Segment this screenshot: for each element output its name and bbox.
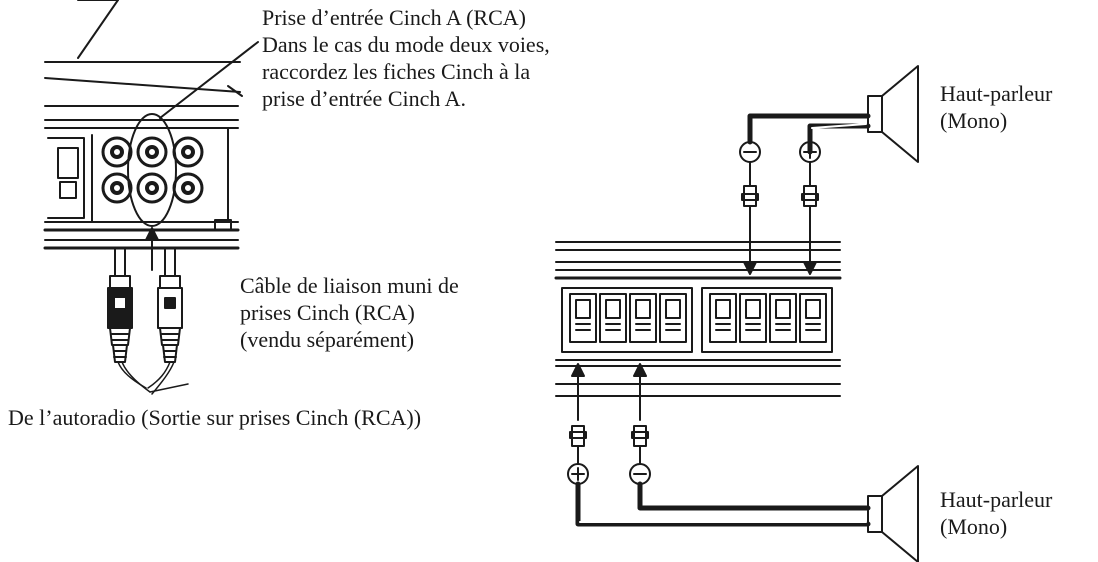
top-connectors xyxy=(739,141,821,275)
label-cable: Câble de liaison muni de prises Cinch (R… xyxy=(240,272,459,353)
rca-jacks xyxy=(101,136,204,204)
label-speaker-top: Haut-parleur (Mono) xyxy=(940,80,1052,134)
terminal-block-left xyxy=(561,287,693,353)
label-cable-line-3: (vendu séparément) xyxy=(240,327,415,352)
label-speaker-bottom-line-1: Haut-parleur xyxy=(940,487,1053,512)
amplifier-right xyxy=(554,241,842,397)
label-input-jack-line-3: raccordez les fiches Cinch à la xyxy=(262,59,531,84)
label-speaker-bottom-line-2: (Mono) xyxy=(940,514,1008,539)
terminal-block-right xyxy=(701,287,833,353)
label-input-jack: Prise d’entrée Cinch A (RCA) Dans le cas… xyxy=(262,4,550,112)
label-source: De l’autoradio (Sortie sur prises Cinch … xyxy=(8,405,422,430)
label-speaker-top-line-2: (Mono) xyxy=(940,108,1008,133)
label-input-jack-line-2: Dans le cas du mode deux voies, xyxy=(262,32,550,57)
rca-plug-right xyxy=(157,247,183,363)
wire-top-positive xyxy=(807,123,871,155)
label-speaker-bottom: Haut-parleur (Mono) xyxy=(940,486,1052,540)
wire-bottom-negative xyxy=(637,481,871,511)
label-cable-line-2: prises Cinch (RCA) xyxy=(240,300,415,325)
amplifier-left xyxy=(43,0,243,250)
label-input-jack-line-4: prise d’entrée Cinch A. xyxy=(262,86,467,111)
leader-input-jack xyxy=(159,41,259,119)
label-cable-line-1: Câble de liaison muni de xyxy=(240,273,459,298)
wire-bottom-positive xyxy=(575,481,871,527)
speaker-bottom-shape xyxy=(867,465,919,562)
rca-cable-leads xyxy=(117,361,189,395)
wire-top-negative xyxy=(747,113,871,145)
speaker-top-shape xyxy=(867,65,919,163)
label-input-jack-line-1: Prise d’entrée Cinch A (RCA) xyxy=(262,5,526,30)
bottom-connectors xyxy=(567,363,651,485)
jack-a-highlight xyxy=(127,113,177,227)
label-speaker-top-line-1: Haut-parleur xyxy=(940,81,1053,106)
rca-plug-left xyxy=(107,247,133,363)
